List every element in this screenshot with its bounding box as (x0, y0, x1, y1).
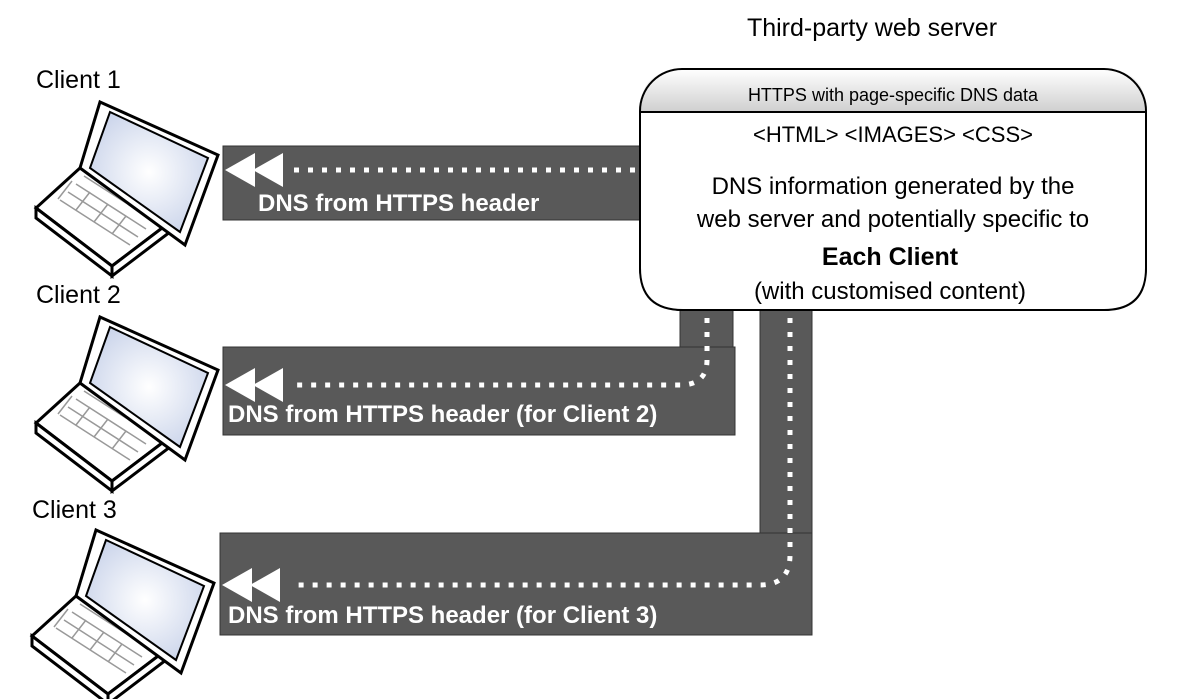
laptop-icon (30, 528, 216, 699)
server-desc-line1: DNS information generated by the (712, 173, 1075, 200)
server-title: Third-party web server (747, 14, 997, 42)
arrow-client-1: DNS from HTTPS header (222, 145, 644, 221)
arrow-label-client-2: DNS from HTTPS header (for Client 2) (228, 401, 657, 428)
server-desc-bold: Each Client (822, 243, 959, 271)
arrowhead-icon (225, 153, 255, 187)
server-content-types: <HTML> <IMAGES> <CSS> (753, 122, 1033, 147)
arrowhead-icon (253, 368, 283, 402)
arrowhead-icon (250, 568, 280, 602)
laptop-icon (34, 315, 220, 493)
arrow-label-client-3: DNS from HTTPS header (for Client 3) (228, 602, 657, 629)
server-desc-line4: (with customised content) (754, 278, 1026, 305)
client-1-label: Client 1 (36, 66, 121, 94)
arrowhead-icon (222, 568, 252, 602)
laptop-icon (34, 100, 220, 278)
arrow-client-2: DNS from HTTPS header (for Client 2) (222, 304, 736, 436)
arrowhead-icon (253, 153, 283, 187)
client-3-label: Client 3 (32, 496, 117, 524)
server-desc-line2: web server and potentially specific to (696, 206, 1089, 233)
arrow-label-client-1: DNS from HTTPS header (258, 190, 539, 217)
arrowhead-icon (225, 368, 255, 402)
server-header: HTTPS with page-specific DNS data (748, 85, 1039, 105)
arrow-client-3: DNS from HTTPS header (for Client 3) (219, 304, 813, 636)
server-box: HTTPS with page-specific DNS data <HTML>… (639, 68, 1147, 311)
client-2-label: Client 2 (36, 281, 121, 309)
